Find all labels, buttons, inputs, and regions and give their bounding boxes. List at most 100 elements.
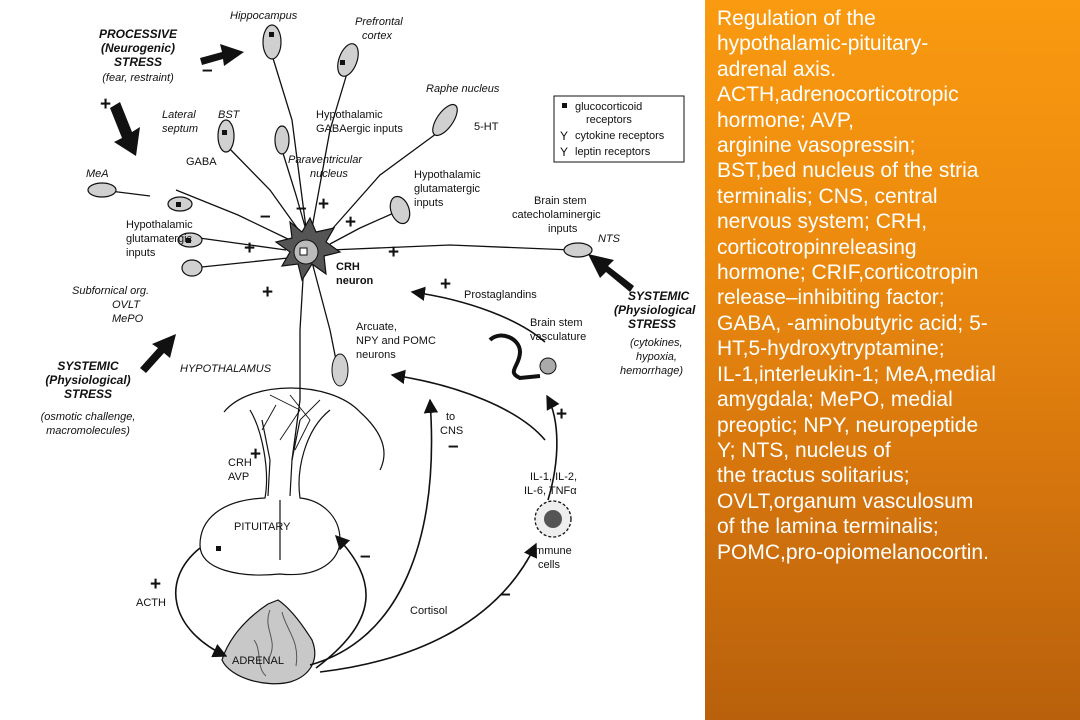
- nts-label: NTS: [598, 233, 621, 245]
- svg-text:+: +: [556, 404, 567, 425]
- svg-text:hemorrhage): hemorrhage): [620, 365, 683, 377]
- svg-text:MePO: MePO: [112, 313, 144, 325]
- svg-text:STRESS: STRESS: [628, 317, 676, 331]
- hippocampus-label: Hippocampus: [230, 10, 298, 22]
- svg-text:+: +: [318, 194, 329, 215]
- svg-text:glutamatergic: glutamatergic: [126, 233, 193, 245]
- caption-line: of the lamina terminalis;: [717, 515, 939, 539]
- lateral-neuron: [274, 125, 290, 155]
- svg-text:+: +: [250, 444, 261, 465]
- caption-line: arginine vasopressin;: [717, 134, 916, 158]
- svg-text:vasculature: vasculature: [530, 331, 586, 343]
- arcuate-neuron: [331, 353, 349, 387]
- svg-text:+: +: [262, 282, 273, 303]
- svg-text:Hypothalamic: Hypothalamic: [414, 169, 481, 181]
- hypo-glut-right-neuron: [389, 195, 411, 225]
- legend-cytokine: cytokine receptors: [575, 130, 665, 142]
- raphe-neuron: [432, 103, 458, 137]
- caption-line: amygdala; MePO, medial: [717, 388, 953, 412]
- caption-text: Regulation of the hypothalamic-pituitary…: [717, 6, 1072, 565]
- svg-text:NPY and POMC: NPY and POMC: [356, 335, 436, 347]
- svg-text:(osmotic challenge,: (osmotic challenge,: [41, 411, 136, 423]
- svg-text:OVLT: OVLT: [112, 299, 141, 311]
- svg-text:hypoxia,: hypoxia,: [636, 351, 677, 363]
- svg-text:5-HT: 5-HT: [474, 121, 499, 133]
- svg-text:+: +: [388, 242, 399, 263]
- svg-text:catecholaminergic: catecholaminergic: [512, 209, 601, 221]
- prefrontal-label: Prefrontal: [355, 16, 403, 28]
- caption-line: OVLT,organum vasculosum: [717, 489, 974, 513]
- prefrontal-neuron: [337, 43, 359, 77]
- systemic-right-arrow: [588, 254, 634, 292]
- caption-line: POMC,pro-opiomelanocortin.: [717, 540, 989, 564]
- cytokines-label: IL-1, IL-2,: [530, 471, 577, 483]
- paraventricular-label: Paraventricular: [288, 154, 363, 166]
- hpa-axis-diagram: glucocorticoid receptors Y cytokine rece…: [40, 10, 697, 685]
- svg-text:cortex: cortex: [362, 30, 392, 42]
- caption-line: ACTH,adrenocorticotropic: [717, 83, 959, 107]
- processive-down-arrow: [110, 102, 140, 156]
- nts-neuron: [563, 242, 593, 258]
- processive-stress-arrow: [200, 44, 244, 66]
- adrenal-label: ADRENAL: [232, 655, 284, 667]
- mea-label: MeA: [86, 168, 109, 180]
- cytokine-to-vasculature-arrow: [546, 394, 560, 501]
- caption-line: corticotropinreleasing: [717, 235, 917, 259]
- caption-line: release–inhibiting factor;: [717, 286, 945, 310]
- crh-neuron: [274, 216, 342, 282]
- cytokine-receptor-icon: Y: [560, 129, 568, 143]
- vasculature-arrow: [390, 369, 546, 441]
- svg-text:SYSTEMIC: SYSTEMIC: [628, 289, 690, 303]
- svg-text:STRESS: STRESS: [64, 387, 112, 401]
- svg-text:–: –: [296, 198, 307, 219]
- leptin-receptor-icon: Y: [560, 145, 568, 159]
- svg-text:Hypothalamic: Hypothalamic: [316, 109, 383, 121]
- legend-glucocorticoid: glucocorticoid: [575, 101, 642, 113]
- svg-text:(Physiological): (Physiological): [45, 373, 130, 387]
- caption-line: hormone; CRIF,corticotropin: [717, 261, 979, 285]
- svg-text:(Neurogenic): (Neurogenic): [101, 41, 175, 55]
- caption-line: preoptic; NPY, neuropeptide: [717, 413, 979, 437]
- svg-text:macromolecules): macromolecules): [46, 425, 130, 437]
- crh-neuron-label: CRH: [336, 261, 360, 273]
- svg-text:GABAergic inputs: GABAergic inputs: [316, 123, 403, 135]
- legend-glucocorticoid-2: receptors: [586, 114, 632, 126]
- legend-leptin: leptin receptors: [575, 146, 651, 158]
- crh-avp-label: CRH: [228, 457, 252, 469]
- subfornical-label: Subfornical org.: [72, 285, 149, 297]
- systemic-stress-left-label: SYSTEMIC (Physiological) STRESS (osmotic…: [41, 359, 136, 437]
- caption-line: terminalis; CNS, central: [717, 184, 938, 208]
- pituitary-label: PITUITARY: [234, 521, 291, 533]
- caption-line: adrenal axis.: [717, 57, 837, 81]
- svg-text:–: –: [202, 60, 213, 81]
- subfornical-neuron: [181, 259, 203, 277]
- svg-text:–: –: [500, 584, 511, 605]
- svg-text:+: +: [345, 212, 356, 233]
- svg-text:GABA: GABA: [186, 156, 217, 168]
- input-neurons: [87, 24, 593, 277]
- svg-text:septum: septum: [162, 123, 198, 135]
- acth-arrow: [175, 547, 228, 658]
- feedback-arrows: [175, 286, 560, 673]
- caption-line: nervous system; CRH,: [717, 210, 928, 234]
- caption-line: HT,5-hydroxytryptamine;: [717, 337, 945, 361]
- receptor-legend: glucocorticoid receptors Y cytokine rece…: [553, 95, 685, 163]
- svg-text:(fear, restraint): (fear, restraint): [102, 72, 174, 84]
- caption-line: BST,bed nucleus of the stria: [717, 159, 979, 183]
- svg-text:glutamatergic: glutamatergic: [414, 183, 481, 195]
- svg-text:neuron: neuron: [336, 275, 374, 287]
- pituitary-outline: [199, 387, 385, 576]
- caption-line: Regulation of the: [717, 7, 876, 30]
- caption-line: GABA, -aminobutyric acid; 5-: [717, 311, 988, 335]
- svg-text:–: –: [360, 546, 371, 567]
- caption-panel: Regulation of the hypothalamic-pituitary…: [705, 0, 1080, 720]
- svg-text:(cytokines,: (cytokines,: [630, 337, 683, 349]
- immune-cell: [534, 500, 572, 538]
- svg-text:+: +: [244, 238, 255, 259]
- prostaglandin-arrow: [410, 286, 546, 343]
- cortisol-cns-arrow: [309, 398, 439, 666]
- to-cns-label: CNS: [440, 425, 463, 437]
- vasculature-label: Brain stem: [530, 317, 583, 329]
- svg-text:Hypothalamic: Hypothalamic: [126, 219, 193, 231]
- svg-text:IL-6, TNFα: IL-6, TNFα: [524, 485, 577, 497]
